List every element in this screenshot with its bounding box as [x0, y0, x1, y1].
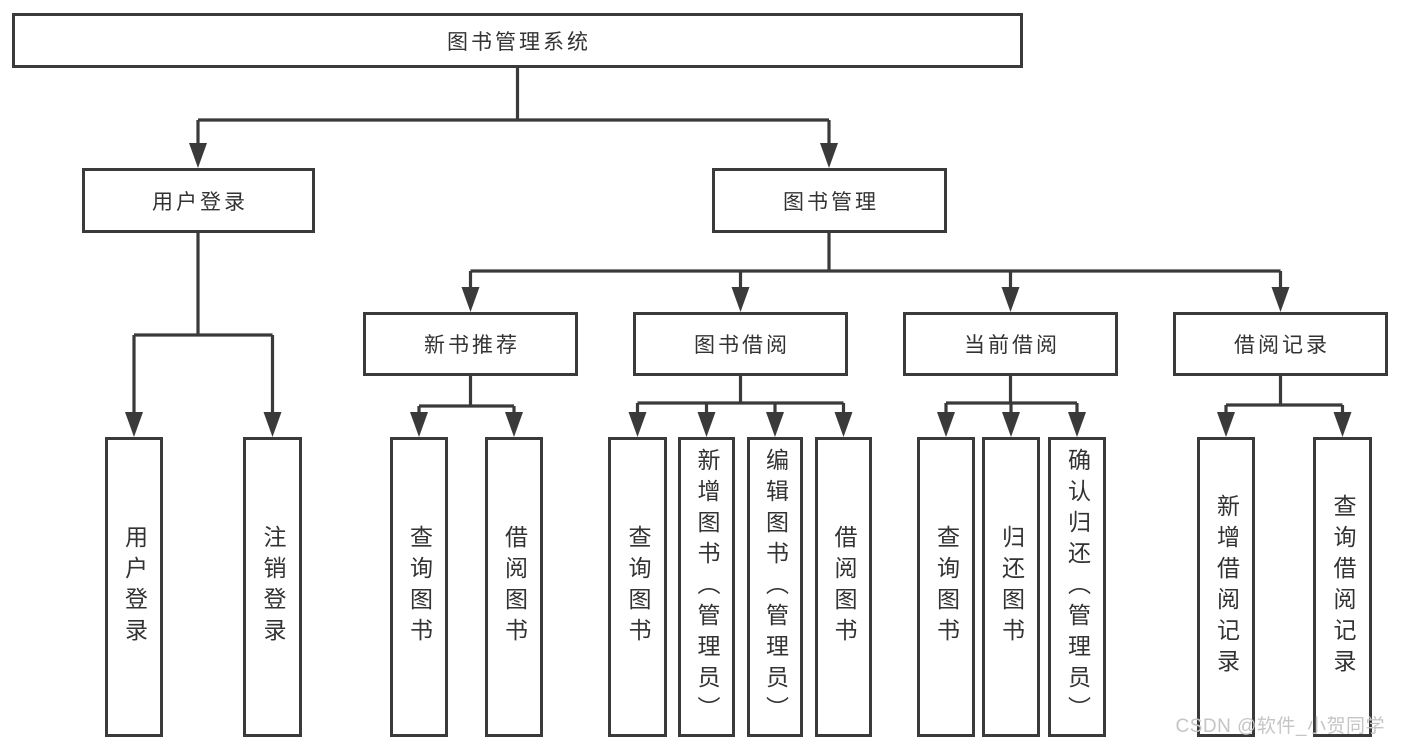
arrowhead: [937, 412, 955, 437]
leaf-query-books-3-label: 查询图书: [933, 525, 960, 649]
leaf-query-books-3: 查询图书: [917, 437, 975, 737]
watermark: CSDN @软件_小贺同学: [1175, 716, 1385, 737]
leaf-confirm-return-admin: 确认归还（管理员）: [1048, 437, 1106, 737]
node-current-borrowing: 当前借阅: [903, 312, 1118, 376]
arrowhead: [628, 412, 647, 437]
leaf-borrow-books-1: 借阅图书: [485, 437, 543, 737]
arrowhead: [1001, 287, 1020, 312]
node-borrowing-records: 借阅记录: [1173, 312, 1388, 376]
leaf-logout-label: 注销登录: [260, 525, 286, 649]
leaf-user-login: 用户登录: [105, 437, 163, 737]
node-user-login: 用户登录: [82, 168, 315, 233]
arrowhead: [263, 412, 282, 437]
leaf-query-books-2-label: 查询图书: [625, 525, 651, 649]
arrowhead: [410, 412, 428, 437]
arrowhead: [1068, 412, 1086, 437]
leaf-logout: 注销登录: [243, 437, 302, 737]
arrowhead: [125, 412, 143, 437]
node-root-label: 图书管理系统: [447, 30, 591, 54]
connector-path: [132, 68, 1345, 419]
node-borrowing-records-label: 借阅记录: [1234, 334, 1330, 357]
arrowhead: [461, 287, 480, 312]
node-root: 图书管理系统: [12, 13, 1023, 68]
leaf-query-books-1: 查询图书: [390, 437, 448, 737]
node-current-borrowing-label: 当前借阅: [964, 334, 1060, 357]
leaf-add-book-admin: 新增图书（管理员）: [678, 437, 735, 737]
leaf-add-book-admin-label: 新增图书（管理员）: [694, 447, 720, 727]
arrowhead: [820, 143, 838, 168]
arrowhead: [1002, 412, 1020, 437]
leaf-borrow-books-2: 借阅图书: [815, 437, 872, 737]
node-book-management-label: 图书管理: [783, 190, 879, 214]
node-user-login-label: 用户登录: [152, 190, 248, 214]
node-book-management: 图书管理: [712, 168, 947, 233]
arrowhead: [1271, 287, 1290, 312]
leaf-query-borrow-record-label: 查询借阅记录: [1330, 494, 1356, 680]
leaf-borrow-books-2-label: 借阅图书: [831, 525, 857, 649]
node-new-book-recommend: 新书推荐: [363, 312, 578, 376]
arrowhead: [731, 287, 750, 312]
arrowhead: [1333, 412, 1352, 437]
arrowhead: [766, 412, 784, 437]
arrowhead: [505, 412, 523, 437]
leaf-add-borrow-record-label: 新增借阅记录: [1213, 494, 1240, 680]
node-book-borrowing-label: 图书借阅: [694, 334, 790, 357]
leaf-query-books-1-label: 查询图书: [406, 525, 433, 649]
leaf-query-books-2: 查询图书: [608, 437, 667, 737]
node-new-book-recommend-label: 新书推荐: [424, 334, 520, 357]
leaf-user-login-label: 用户登录: [121, 525, 148, 649]
leaf-edit-book-admin-label: 编辑图书（管理员）: [762, 447, 789, 727]
leaf-return-book: 归还图书: [982, 437, 1040, 737]
leaf-confirm-return-admin-label: 确认归还（管理员）: [1064, 447, 1091, 727]
leaf-add-borrow-record: 新增借阅记录: [1197, 437, 1255, 737]
arrowhead: [834, 412, 853, 437]
leaf-return-book-label: 归还图书: [998, 525, 1025, 649]
arrowhead: [697, 412, 716, 437]
arrowhead: [189, 143, 207, 168]
leaf-query-borrow-record: 查询借阅记录: [1313, 437, 1372, 737]
leaf-borrow-books-1-label: 借阅图书: [501, 525, 528, 649]
node-book-borrowing: 图书借阅: [633, 312, 848, 376]
leaf-edit-book-admin: 编辑图书（管理员）: [747, 437, 803, 737]
arrowhead: [1217, 412, 1235, 437]
